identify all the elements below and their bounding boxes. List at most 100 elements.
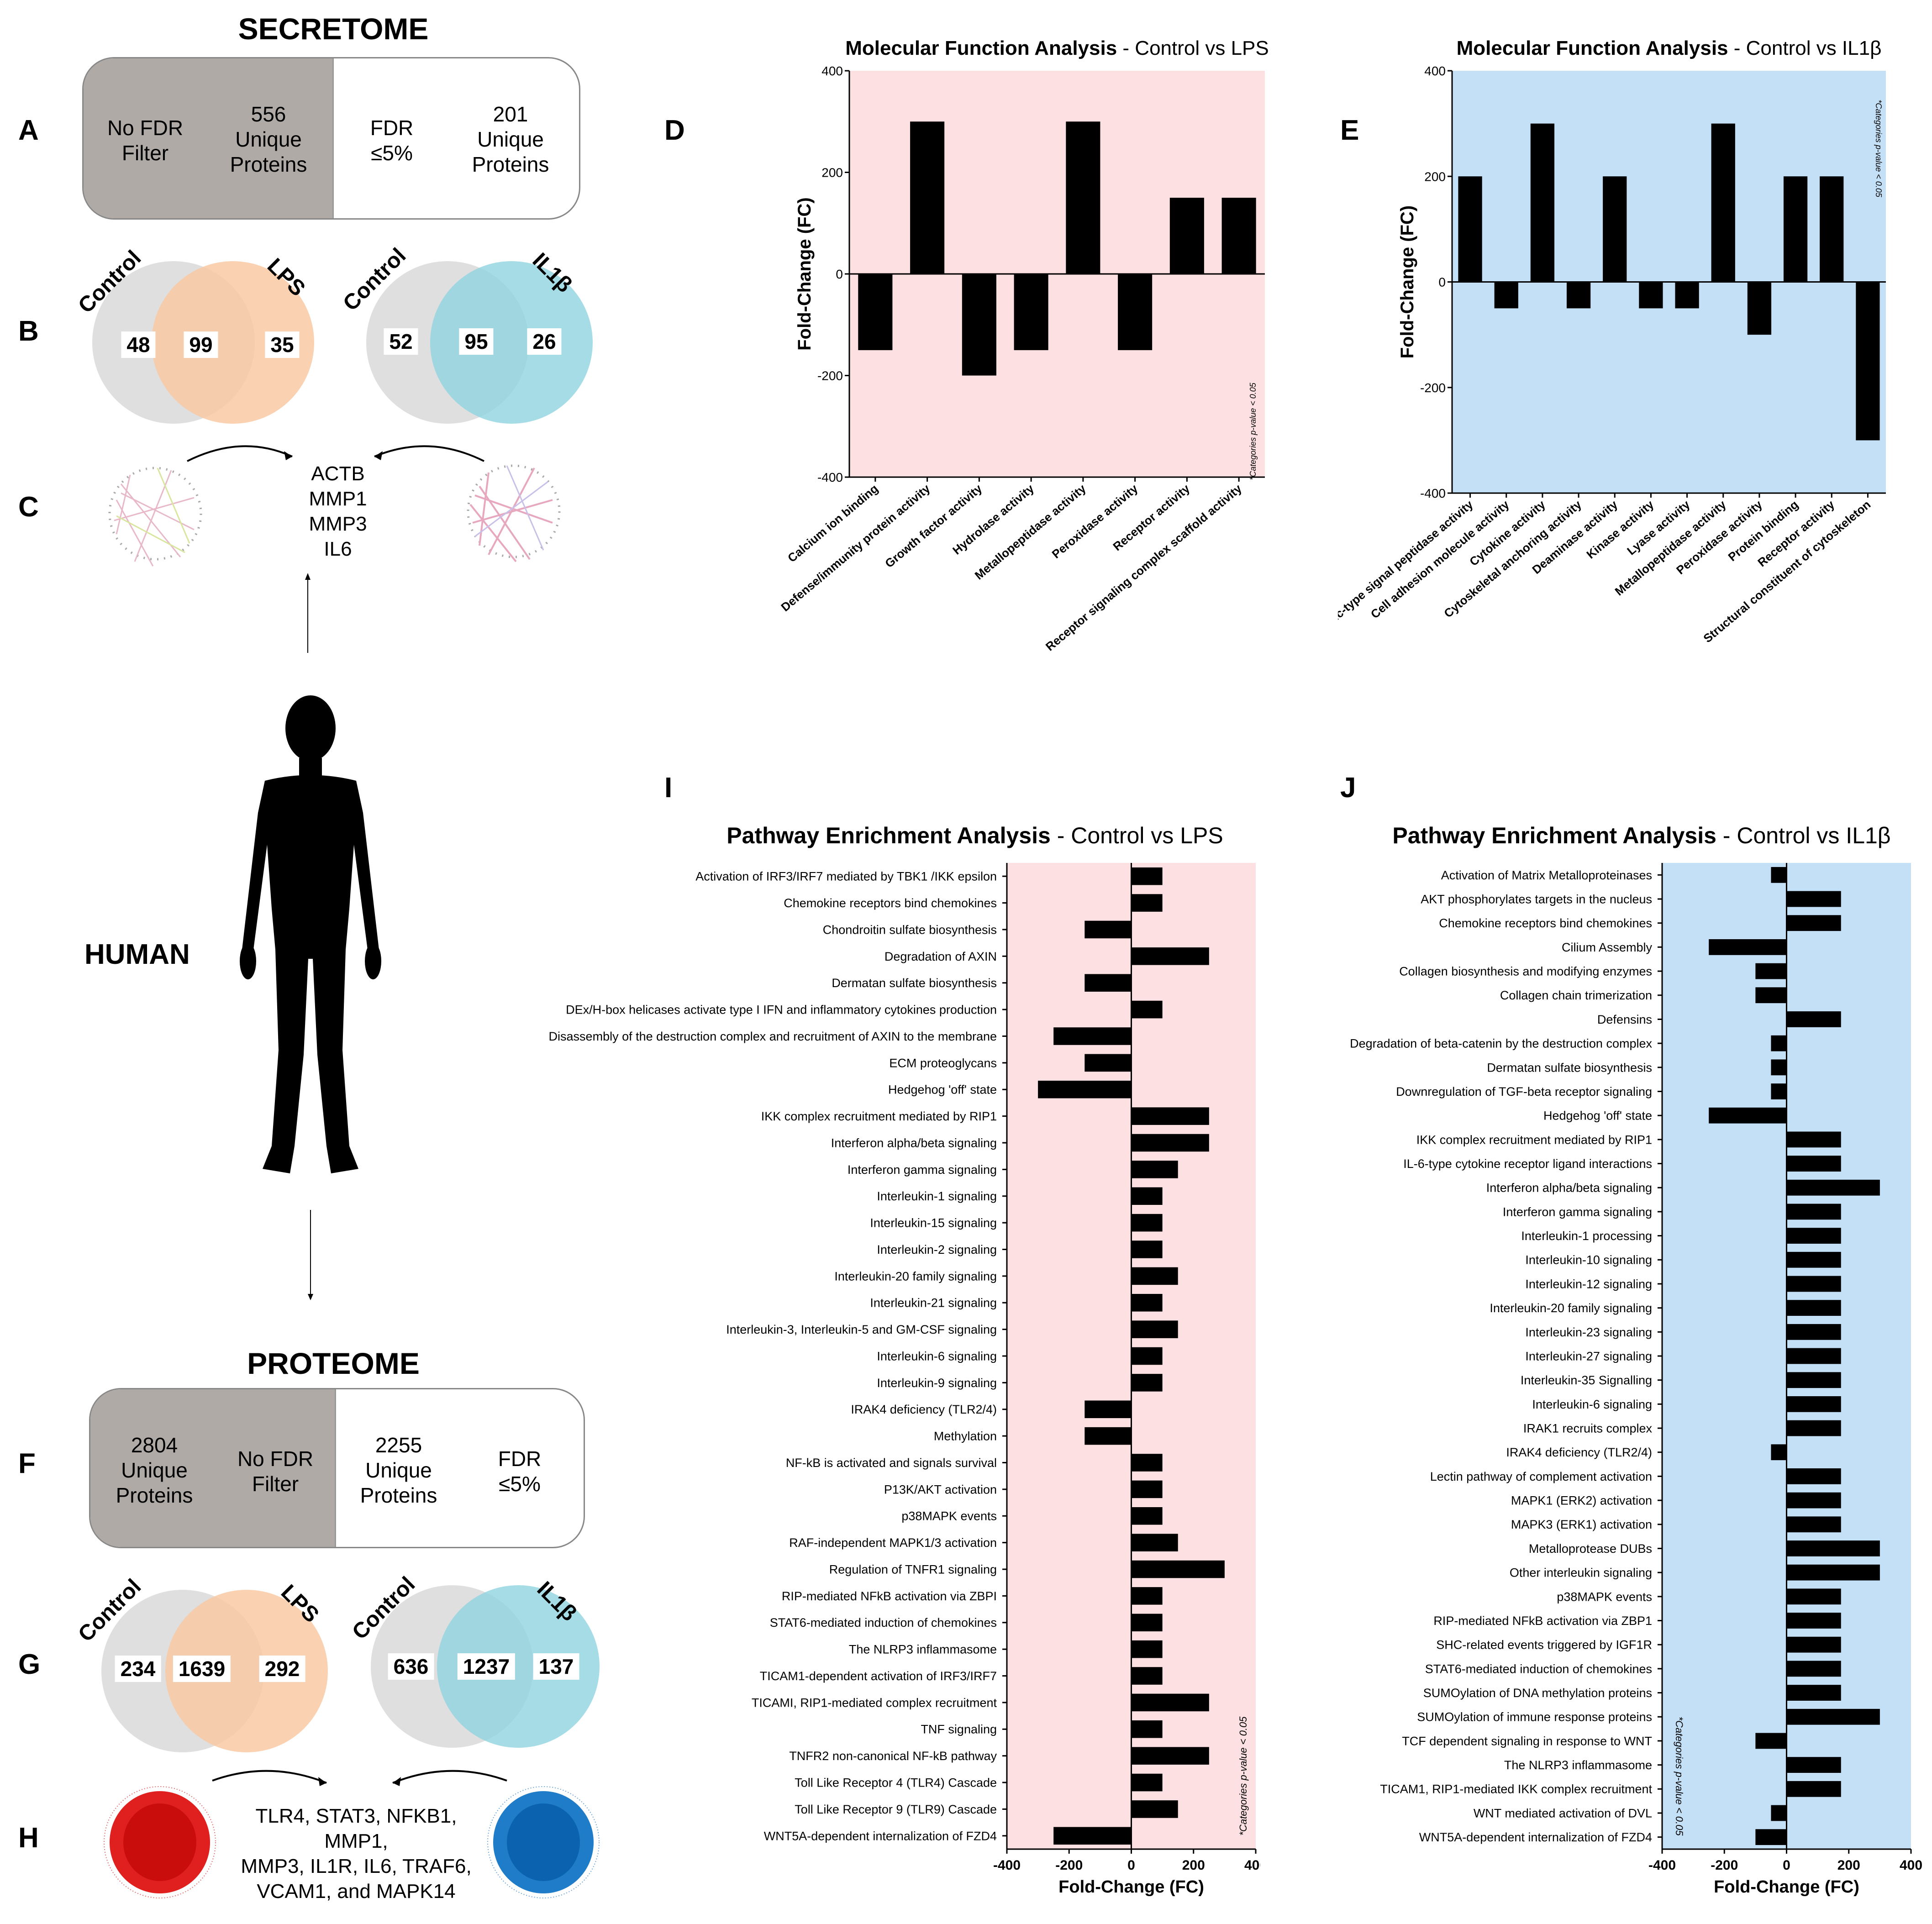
secretome-arrows (187, 445, 484, 653)
x-tick-label: 400 (1900, 1858, 1922, 1873)
y-tick-label: TNF signaling (921, 1723, 997, 1736)
bar (1131, 1000, 1163, 1019)
secretome-venn-lps-left: 48 (121, 331, 156, 358)
bar (1131, 1374, 1163, 1392)
panel-letter-d: D (664, 115, 685, 146)
human-arrow-down (308, 1210, 313, 1300)
y-tick-label: Activation of IRF3/IRF7 mediated by TBK1… (695, 870, 997, 883)
y-tick-label: Interferon gamma signaling (848, 1163, 997, 1177)
y-tick-label: ECM proteoglycans (889, 1056, 997, 1070)
bar (1709, 939, 1787, 955)
bar (1786, 1564, 1880, 1581)
y-tick-label: Chondroitin sulfate biosynthesis (823, 923, 997, 936)
y-tick-label: Interleukin-9 signaling (877, 1376, 997, 1390)
bar (1566, 282, 1591, 309)
y-tick-label: RIP-mediated NFkB activation via ZBP1 (1433, 1614, 1652, 1628)
bar (1131, 1214, 1163, 1232)
significance-note: *Categories p-value < 0.05 (1874, 100, 1883, 198)
y-tick-label: Degradation of AXIN (884, 950, 997, 963)
y-tick-label: IL-6-type cytokine receptor ligand inter… (1403, 1157, 1652, 1171)
x-tick-label: Aspartic-type signal peptidase activity (1338, 497, 1476, 647)
y-tick-label: Interleukin-15 signaling (870, 1216, 997, 1230)
bar (1131, 1773, 1163, 1792)
y-tick-label: MAPK3 (ERK1) activation (1511, 1518, 1652, 1531)
y-tick-label: 200 (821, 166, 843, 180)
y-tick-label: TCF dependent signaling in response to W… (1402, 1734, 1652, 1748)
y-tick-label: Cilium Assembly (1562, 941, 1653, 954)
bar (1530, 123, 1555, 282)
proteome-no-fdr-count: 2804 Unique Proteins (116, 1433, 193, 1508)
y-tick-label: 400 (821, 64, 843, 78)
x-tick-label: Cell adhesion molecule activity (1368, 497, 1512, 621)
y-tick-label: Defensins (1597, 1013, 1652, 1026)
bar (1038, 1080, 1132, 1099)
bar (1131, 1800, 1178, 1818)
panel-letter-a: A (18, 115, 39, 146)
chart-pathway-enrichment-lps: Pathway Enrichment Analysis - Control vs… (549, 823, 1260, 1897)
y-tick-label: The NLRP3 inflammasome (849, 1643, 997, 1656)
bar (1786, 1757, 1841, 1773)
proteome-venn-lps-left: 234 (115, 1656, 161, 1682)
bar (1786, 1420, 1841, 1436)
bar (1786, 1372, 1841, 1388)
y-tick-label: Dermatan sulfate biosynthesis (1487, 1061, 1652, 1074)
y-tick-label: Interleukin-23 signaling (1525, 1325, 1652, 1339)
bar (1711, 123, 1735, 282)
bar (1786, 1685, 1841, 1701)
y-tick-label: Interleukin-3, Interleukin-5 and GM-CSF … (726, 1323, 997, 1336)
bar (1131, 1560, 1225, 1578)
bar (1084, 1400, 1132, 1419)
bar (1771, 1035, 1787, 1051)
secretome-fdr-label: FDR ≤5% (370, 116, 414, 165)
y-tick-label: -200 (817, 369, 843, 383)
proteome-fdr-label: FDR ≤5% (498, 1447, 542, 1496)
bar (1131, 1320, 1178, 1338)
bar (1169, 198, 1204, 274)
secretome-network-lps (108, 467, 202, 567)
bar (1221, 198, 1256, 274)
bar (1786, 1516, 1841, 1533)
bar (1131, 1640, 1163, 1658)
proteome-venn-il1b-mid: 1237 (457, 1653, 516, 1680)
bar (1131, 1720, 1163, 1738)
bar (1603, 176, 1627, 282)
significance-note: *Categories p-value < 0.05 (1248, 382, 1258, 480)
bar (1786, 915, 1841, 931)
x-tick-label: -400 (993, 1858, 1021, 1873)
y-tick-label: Interleukin-6 signaling (1532, 1398, 1652, 1411)
y-tick-label: Interferon gamma signaling (1503, 1205, 1652, 1219)
bar (1820, 176, 1844, 282)
bar (1084, 1054, 1132, 1072)
bar (1786, 1396, 1841, 1412)
y-tick-label: -200 (1420, 381, 1446, 395)
bar (1131, 1614, 1163, 1632)
y-tick-label: AKT phosphorylates targets in the nucleu… (1421, 892, 1652, 906)
secretome-fdr-count: 201 Unique Proteins (472, 102, 549, 177)
panel-letter-h: H (18, 1822, 39, 1854)
bar (1786, 1228, 1841, 1244)
bar (1786, 1131, 1841, 1148)
y-tick-label: Dermatan sulfate biosynthesis (832, 976, 997, 990)
proteome-venn-il1b-right: 137 (533, 1653, 579, 1680)
y-tick-label: 200 (1424, 169, 1446, 184)
bar (1786, 1540, 1880, 1556)
bar (1014, 274, 1048, 350)
proteome-gene-list: TLR4, STAT3, NFKB1, MMP1, MMP3, IL1R, IL… (241, 1805, 472, 1903)
bar (1786, 1204, 1841, 1220)
y-tick-label: p38MAPK events (901, 1509, 997, 1523)
y-tick-label: WNT mediated activation of DVL (1474, 1806, 1652, 1820)
secretome-no-fdr-region (84, 58, 334, 218)
bar (1131, 1667, 1163, 1685)
bar (1786, 1588, 1841, 1605)
bar (1786, 1156, 1841, 1172)
bar (1786, 1636, 1841, 1653)
y-tick-label: RAF-independent MAPK1/3 activation (789, 1536, 997, 1550)
chart-title: Pathway Enrichment Analysis - Control vs… (726, 823, 1223, 848)
y-tick-label: Interleukin-35 Signalling (1521, 1373, 1652, 1387)
bar (1675, 282, 1699, 309)
secretome-venn-il1b-left: 52 (384, 328, 418, 355)
y-tick-label: Interleukin-1 signaling (877, 1189, 997, 1203)
y-tick-label: Interleukin-6 signaling (877, 1349, 997, 1363)
proteome-no-fdr-label: No FDR Filter (237, 1447, 314, 1496)
secretome-venn-lps-right: 35 (265, 331, 300, 358)
